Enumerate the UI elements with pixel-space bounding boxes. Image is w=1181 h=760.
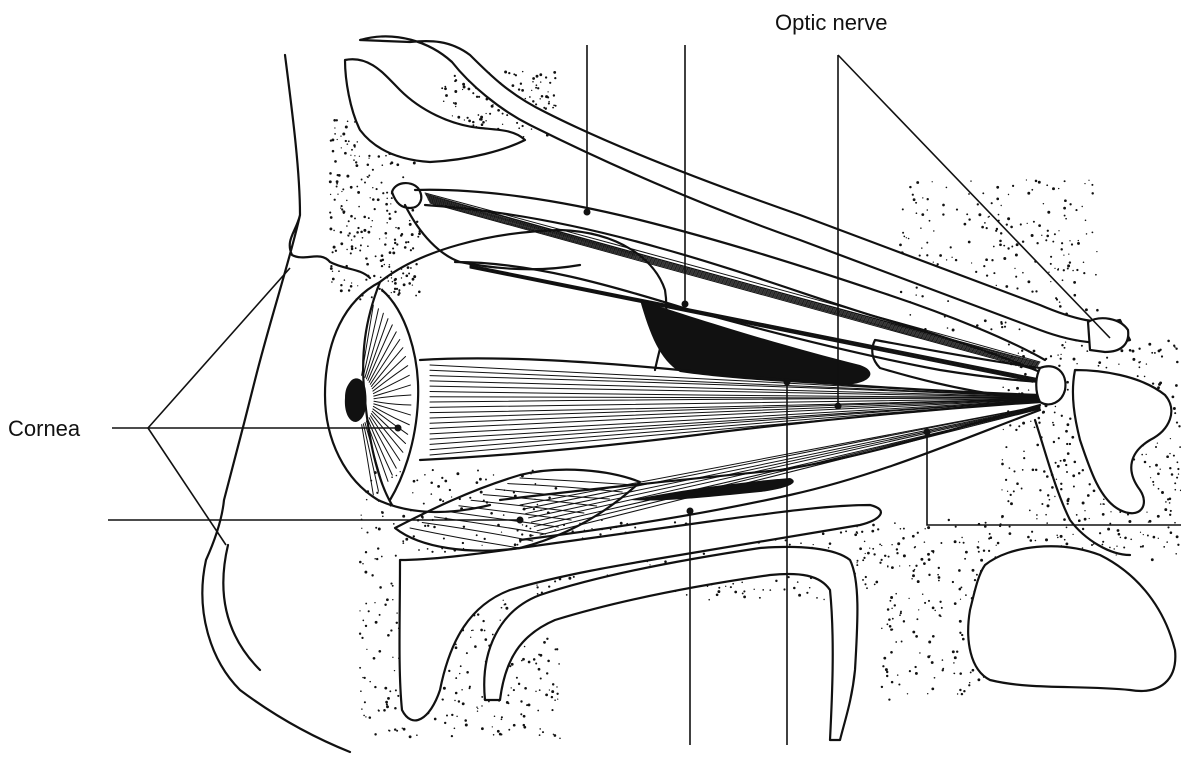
lateral-rectus-fibers — [430, 365, 1040, 455]
leader-dot — [687, 508, 694, 515]
leader-dot — [924, 429, 931, 436]
posterior-bone — [1073, 370, 1171, 513]
cornea-outline — [363, 282, 392, 505]
lower-orbital-bone — [400, 505, 881, 720]
leader-dot — [584, 209, 591, 216]
trochlea — [392, 183, 421, 208]
annulus-of-zinn — [1036, 366, 1065, 404]
leader-dot — [784, 379, 791, 386]
cheek-contour — [223, 545, 260, 670]
leader-dot — [517, 517, 524, 524]
leader-face-a — [148, 268, 290, 428]
optic-nerve-label: Optic nerve — [775, 10, 888, 36]
leader-dot — [835, 403, 842, 410]
upper-orbital-bone — [360, 36, 1130, 343]
leader-dot — [682, 301, 689, 308]
zygomatic-bone — [968, 546, 1175, 691]
iris-striations — [362, 305, 411, 495]
leader-face-b — [148, 428, 226, 545]
pupil — [345, 378, 367, 422]
cornea-label: Cornea — [8, 416, 80, 442]
leader-dot — [395, 425, 402, 432]
face-profile-outline — [202, 55, 370, 752]
